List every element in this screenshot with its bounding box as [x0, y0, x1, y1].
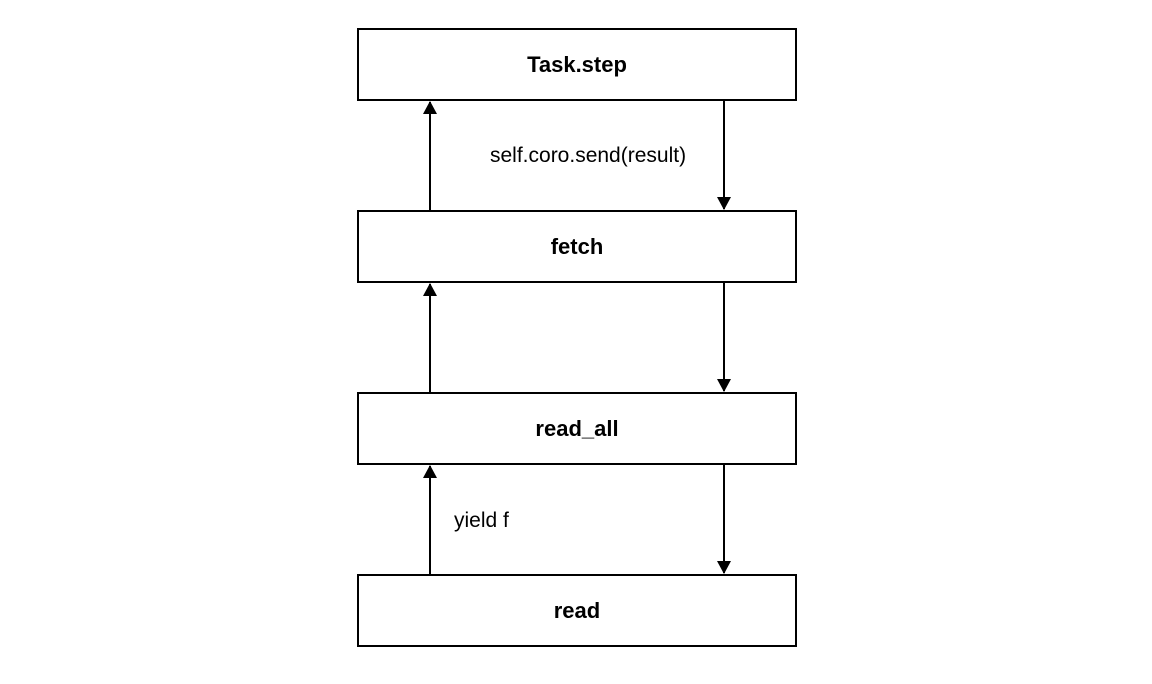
node-read-label: read	[554, 598, 600, 623]
edge-label-send: self.coro.send(result)	[490, 144, 686, 167]
node-read-all: read_all	[357, 392, 797, 465]
node-read-all-label: read_all	[535, 416, 618, 441]
node-fetch-label: fetch	[551, 234, 604, 259]
edge-label-yield: yield f	[454, 509, 509, 532]
node-task-step-label: Task.step	[527, 52, 627, 77]
node-read: read	[357, 574, 797, 647]
node-task-step: Task.step	[357, 28, 797, 101]
node-fetch: fetch	[357, 210, 797, 283]
